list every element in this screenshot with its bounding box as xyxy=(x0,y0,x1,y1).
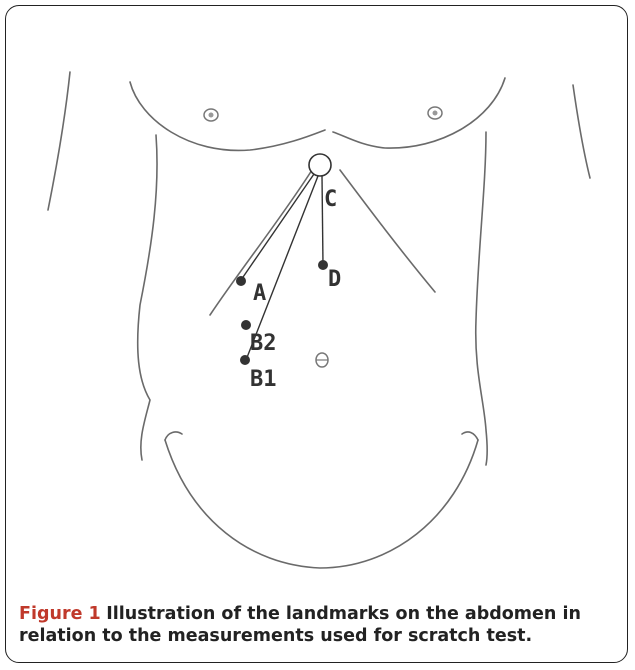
left-arm-outline xyxy=(48,72,70,210)
measure-line-c-a xyxy=(241,174,314,280)
right-torso-outline xyxy=(476,132,487,465)
landmark-b2-label: B2 xyxy=(250,331,277,356)
landmark-b1-label: B1 xyxy=(250,367,277,392)
right-hip-notch xyxy=(462,432,478,440)
landmark-a-label: A xyxy=(253,281,266,306)
navel-icon xyxy=(316,353,328,367)
figure-caption: Figure 1 Illustration of the landmarks o… xyxy=(19,603,619,647)
left-chest-outline xyxy=(130,82,325,150)
right-nipple-icon xyxy=(428,107,442,119)
right-chest-outline xyxy=(333,78,505,148)
abdomen-illustration: C D A B2 B1 xyxy=(0,0,635,600)
landmark-d-label: D xyxy=(328,267,341,292)
measure-line-c-d xyxy=(322,176,323,265)
landmark-c-label: C xyxy=(324,187,337,212)
landmark-b2-dot xyxy=(241,320,251,330)
left-torso-outline xyxy=(138,135,157,460)
left-hip-notch xyxy=(165,432,182,440)
right-arm-outline xyxy=(573,85,590,178)
lower-abdomen-outline xyxy=(165,440,478,568)
landmark-d-dot xyxy=(318,260,328,270)
right-costal-margin xyxy=(340,170,435,292)
landmark-b1-dot xyxy=(240,355,250,365)
caption-label: Figure 1 xyxy=(19,604,101,624)
landmark-c-circle xyxy=(309,154,331,176)
left-nipple-icon xyxy=(204,109,218,121)
caption-text: Illustration of the landmarks on the abd… xyxy=(19,604,581,646)
landmark-a-dot xyxy=(236,276,246,286)
